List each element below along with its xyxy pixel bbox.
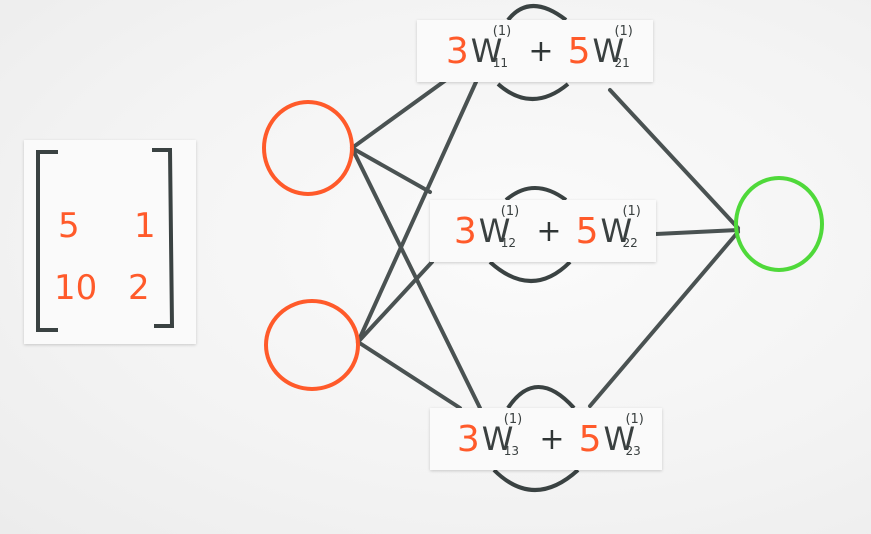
edge-i2-h1 xyxy=(356,80,478,344)
input-matrix-card: 5 1 10 2 xyxy=(24,140,196,344)
weight-term: W(1)13 xyxy=(481,412,523,458)
hidden-node-2-bottom xyxy=(488,260,572,283)
coefficient: 5 xyxy=(578,418,602,460)
input-node-2 xyxy=(264,299,360,391)
hidden-expression-card-3: 3 W(1)13 + 5 W(1)23 xyxy=(430,408,662,470)
edge-i2-h2 xyxy=(356,260,434,344)
edge-i1-h1 xyxy=(350,78,448,150)
hidden-expression-card-1: 3 W(1)11 + 5 W(1)21 xyxy=(417,20,653,82)
weight-term: W(1)12 xyxy=(478,204,520,250)
hidden-node-1-bottom xyxy=(496,82,570,101)
weight-term: W(1)11 xyxy=(470,24,512,70)
hidden-node-2-top xyxy=(504,186,568,202)
coefficient: 3 xyxy=(453,210,477,252)
hidden-node-1-top xyxy=(506,4,568,22)
plus-sign: + xyxy=(528,33,554,69)
weight-term: W(1)23 xyxy=(603,412,644,458)
edge-i2-h3 xyxy=(356,340,462,410)
matrix-cell-r2c1: 10 xyxy=(54,268,98,308)
edge-h3-o xyxy=(588,230,740,408)
input-node-1 xyxy=(262,100,354,196)
coefficient: 5 xyxy=(567,30,591,72)
matrix-brackets xyxy=(36,148,175,332)
coefficient: 5 xyxy=(575,210,599,252)
coefficient: 3 xyxy=(456,418,480,460)
output-node xyxy=(734,176,824,272)
plus-sign: + xyxy=(539,421,565,457)
weight-term: W(1)22 xyxy=(600,204,641,250)
edge-h1-o xyxy=(608,88,740,230)
edge-h2-o xyxy=(654,228,740,236)
plus-sign: + xyxy=(536,213,562,249)
matrix-cell-r2c2: 2 xyxy=(128,268,150,308)
edge-i1-h2 xyxy=(350,146,432,194)
hidden-node-3-bottom xyxy=(492,468,580,492)
hidden-node-3-top xyxy=(506,385,576,410)
coefficient: 3 xyxy=(445,30,469,72)
matrix-cell-r1c2: 1 xyxy=(134,206,156,246)
weight-term: W(1)21 xyxy=(592,24,633,70)
matrix-cell-r1c1: 5 xyxy=(58,206,80,246)
hidden-expression-card-2: 3 W(1)12 + 5 W(1)22 xyxy=(430,200,656,262)
